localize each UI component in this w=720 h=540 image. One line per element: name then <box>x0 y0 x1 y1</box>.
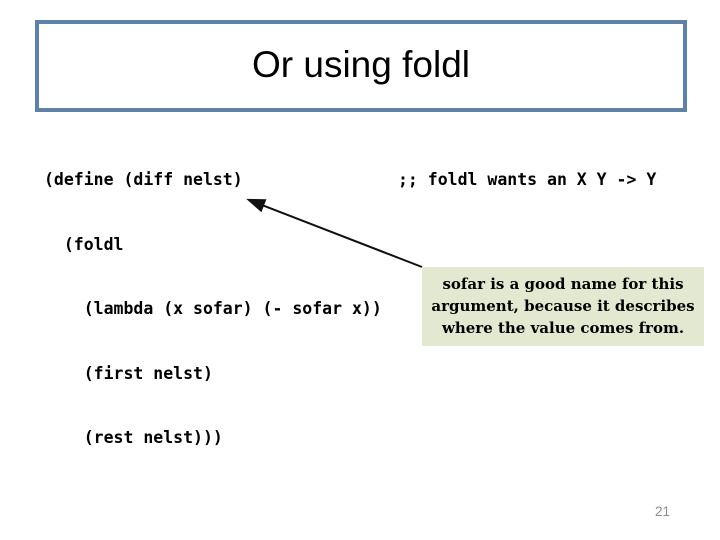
callout-text-line: sofar is a good name for this <box>442 275 684 293</box>
callout-text-line: argument, because it describes <box>431 297 695 315</box>
title-box: Or using foldl <box>35 20 687 112</box>
code-line: (first nelst) <box>44 363 213 383</box>
code-line: (lambda (x sofar) (- sofar x)) <box>44 299 382 318</box>
callout-box: sofar is a good name for this argument, … <box>422 267 704 346</box>
code-line: (rest nelst))) <box>44 428 223 447</box>
code-comment: ;; foldl wants an X Y -> Y <box>398 170 657 189</box>
code-line: (foldl <box>44 234 124 254</box>
code-line: (define (diff nelst) <box>44 170 243 189</box>
callout-text-line: where the value comes from. <box>441 319 685 337</box>
page-number: 21 <box>655 504 671 519</box>
code-block: (define (diff nelst) (foldl (lambda (x s… <box>44 126 382 492</box>
callout-pointer-arrow-icon <box>246 198 423 268</box>
page-title: Or using foldl <box>252 44 470 85</box>
